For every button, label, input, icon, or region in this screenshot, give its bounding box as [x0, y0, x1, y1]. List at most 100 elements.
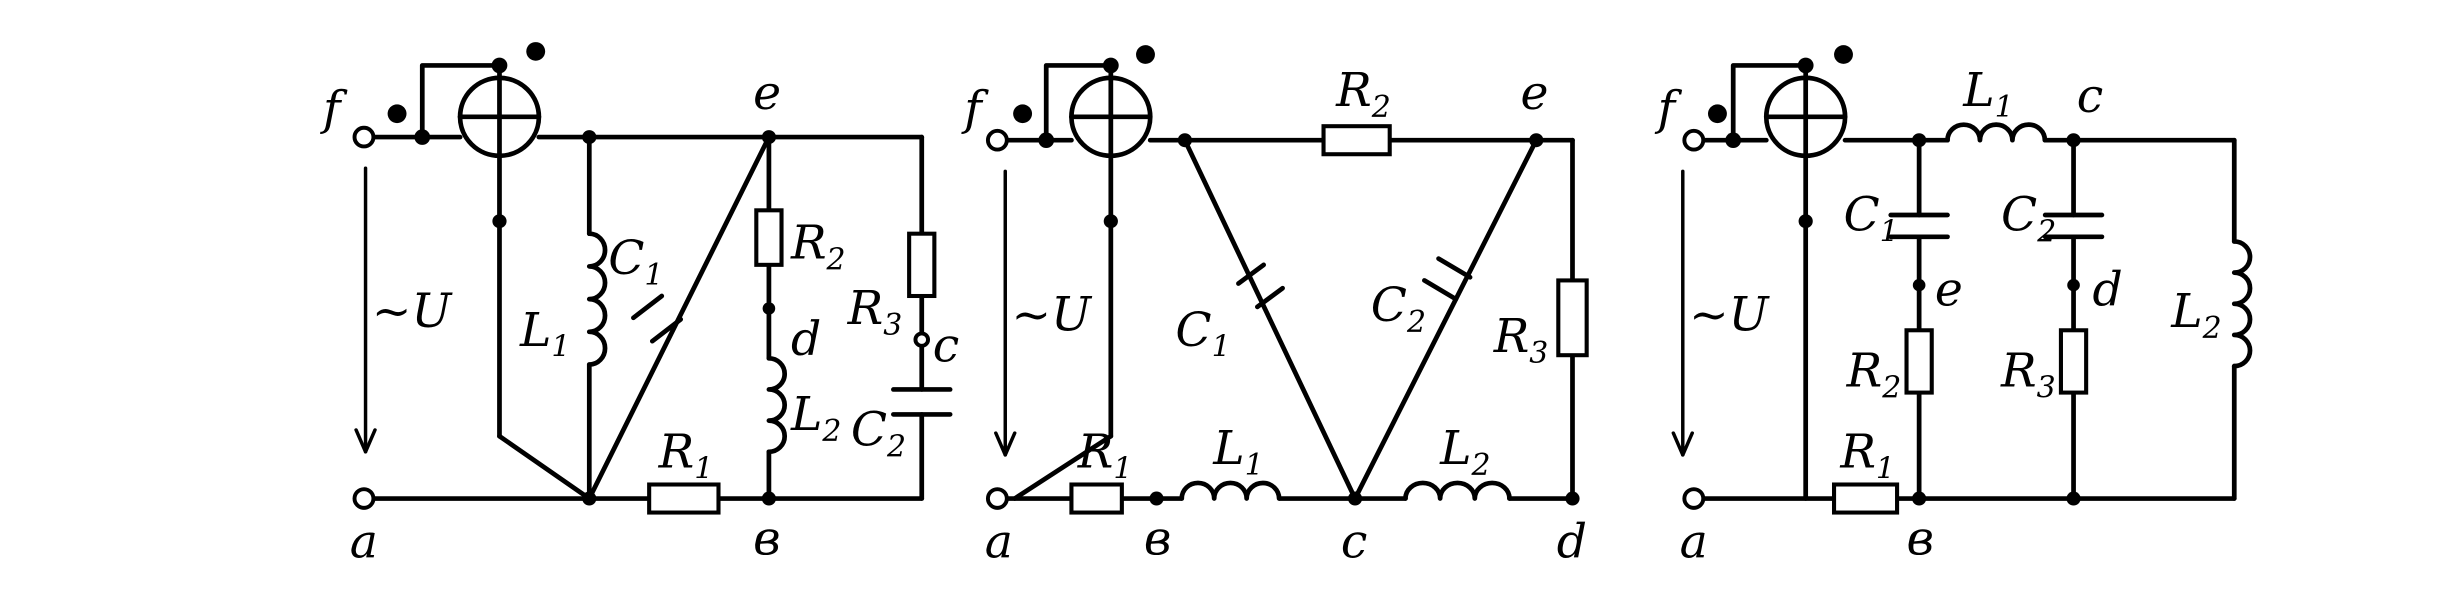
circuit-2: f e a в c d ~U R2 C1 C2 R3 R1 L1 L2: [961, 45, 1589, 570]
label-node-a: a: [985, 515, 1013, 570]
node-dot: [1103, 214, 1118, 229]
inductor-L2: [1403, 480, 1512, 501]
label-node-e: e: [1520, 66, 1548, 121]
node-dot: [761, 130, 777, 145]
label-L2: L2: [2170, 284, 2221, 346]
voltage-arrow-3: [1671, 169, 1694, 457]
wires-3: [1699, 137, 2237, 501]
node-dot-d: [2067, 278, 2080, 292]
label-L1: L1: [1962, 63, 2013, 125]
resistor-R3: [1556, 278, 1589, 358]
capacitor-C1: [631, 293, 684, 344]
node-dot: [1347, 491, 1363, 506]
circuit-1: f e d c a в ~U L1 C1 R2 L2 R3 C2 R1: [320, 42, 959, 570]
label-C1: C1: [608, 231, 663, 293]
terminal-f: [352, 125, 376, 149]
inductor-L2: [766, 355, 787, 455]
label-node-c: c: [1341, 515, 1367, 570]
label-R2: R2: [1846, 344, 1902, 406]
wires-1: [369, 134, 925, 501]
node-dot: [2066, 491, 2081, 506]
label-node-f: f: [320, 82, 348, 137]
label-source: ~U: [1689, 288, 1770, 343]
label-C2: C2: [2001, 188, 2056, 250]
terminal-f: [1682, 128, 1706, 152]
node-dot: [761, 491, 777, 506]
terminal-a: [352, 487, 376, 510]
label-C1: C1: [1175, 303, 1230, 365]
voltage-arrow-1: [354, 166, 377, 454]
inductor-L1: [1945, 122, 2048, 143]
label-L2: L2: [790, 387, 841, 449]
capacitor-C1: [1236, 262, 1285, 310]
label-node-b: в: [1144, 512, 1172, 567]
inductor-L1: [1179, 480, 1282, 501]
terminal-f: [985, 128, 1009, 152]
resistor-R2: [1321, 124, 1392, 157]
label-node-a: a: [1680, 515, 1708, 570]
node-dot: [1912, 491, 1927, 506]
label-node-d: d: [2092, 263, 2122, 318]
label-source: ~U: [372, 284, 453, 339]
label-node-e: e: [1935, 263, 1963, 318]
label-R3: R3: [1493, 309, 1549, 371]
label-node-b: в: [753, 512, 781, 567]
node-dot: [1529, 133, 1544, 148]
capacitor-C2: [1422, 256, 1473, 302]
resistor-R3: [2058, 328, 2089, 395]
node-dot: [1565, 491, 1580, 506]
label-R3: R3: [2000, 344, 2056, 406]
inductor-L1: [586, 231, 608, 367]
label-node-d: d: [1557, 515, 1587, 570]
node-dot-c: [913, 331, 931, 348]
capacitor-C2: [891, 387, 953, 417]
node-dot: [582, 491, 597, 506]
node-dot: [582, 130, 597, 145]
circuit-3: f c e d a в ~U L1 C1 C2 R2 R3 L2 R1: [1655, 45, 2253, 570]
resistor-R3: [907, 231, 937, 299]
label-node-d: d: [791, 312, 821, 367]
node-dot-e: [1912, 278, 1926, 292]
inductor-L2: [2231, 239, 2253, 369]
label-node-c: c: [933, 319, 959, 374]
label-node-a: a: [350, 515, 378, 570]
capacitor-C2: [2042, 212, 2105, 240]
node-dot: [492, 214, 507, 229]
wires-2: [1002, 137, 1575, 501]
label-source: ~U: [1012, 288, 1093, 343]
terminal-a: [1682, 487, 1706, 510]
node-dot: [1912, 133, 1927, 148]
resistor-R2: [754, 208, 784, 267]
label-C2: C2: [1371, 278, 1426, 340]
label-R1: R1: [658, 425, 714, 487]
node-dot: [1798, 214, 1813, 229]
label-R1: R1: [1077, 425, 1133, 487]
label-R3: R3: [847, 281, 903, 343]
label-node-f: f: [961, 82, 989, 137]
label-R2: R2: [1335, 63, 1391, 125]
label-R1: R1: [1839, 425, 1895, 487]
capacitor-C1: [1888, 212, 1950, 240]
label-R2: R2: [790, 216, 846, 278]
label-C1: C1: [1844, 188, 1899, 250]
label-node-c: c: [2077, 69, 2103, 124]
label-node-f: f: [1655, 82, 1683, 137]
resistor-R2: [1904, 328, 1934, 395]
terminal-a: [985, 487, 1009, 510]
label-node-e: e: [753, 66, 781, 121]
node-dot: [1177, 133, 1192, 148]
node-dot: [1149, 491, 1164, 506]
resistor-R1: [647, 482, 721, 515]
label-C2: C2: [851, 403, 906, 465]
resistor-R1: [1831, 482, 1900, 515]
label-L2: L2: [1439, 421, 1490, 483]
node-dot-d: [762, 302, 776, 315]
label-L1: L1: [1212, 421, 1263, 483]
label-node-b: в: [1907, 512, 1935, 567]
node-dot: [2066, 133, 2081, 148]
resistor-R1: [1069, 482, 1124, 515]
voltage-arrow-2: [994, 169, 1017, 457]
wattmeter-2: [1013, 45, 1155, 159]
label-L1: L1: [519, 303, 570, 365]
